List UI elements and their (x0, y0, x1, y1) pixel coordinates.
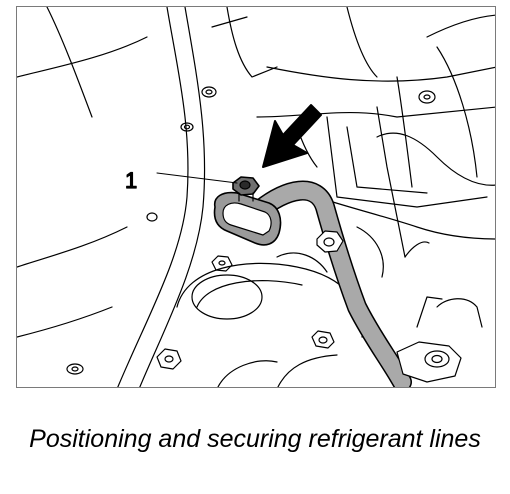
figure-caption: Positioning and securing refrigerant lin… (29, 425, 481, 453)
direction-arrow-icon (262, 104, 322, 168)
callout-leader-1 (156, 172, 238, 184)
panel-fasteners (66, 86, 217, 375)
illustration-frame: 1 (16, 6, 496, 388)
refrigerant-pipe (247, 180, 462, 387)
body-panel-lines (17, 7, 278, 387)
engine-bay-structure (256, 7, 495, 328)
bracket-bolt-icon (232, 176, 260, 202)
pipe-union-nut (316, 230, 344, 253)
pipe-bracket (213, 191, 282, 246)
callout-label-1: 1 (125, 168, 137, 193)
technical-illustration: 1 (17, 7, 495, 387)
